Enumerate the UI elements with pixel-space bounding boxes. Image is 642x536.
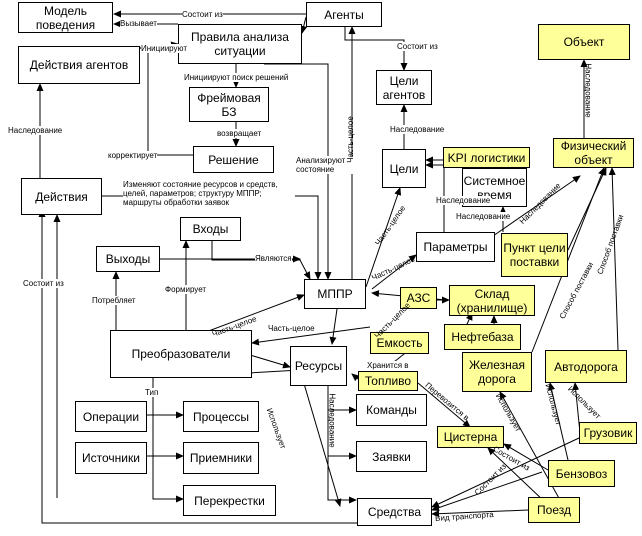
- label-calls: Вызывает: [120, 19, 157, 28]
- edge-fueltruck-means: [431, 471, 543, 512]
- node-cistern[interactable]: Цистерна: [437, 426, 504, 448]
- label-returns: возвращает: [217, 129, 262, 138]
- label-inheritance-left: Наследование: [8, 126, 63, 135]
- edge-tank-conv: [251, 326, 371, 346]
- label-inheritance-res: Наследование: [327, 393, 337, 448]
- label-consists-of-top: Состоит из: [182, 10, 223, 19]
- node-oil-depot[interactable]: Нефтебаза: [444, 324, 521, 350]
- edge-mppr-goals: [365, 187, 402, 288]
- node-train[interactable]: Поезд: [528, 497, 580, 523]
- edge-train-means: [431, 509, 529, 518]
- node-decision[interactable]: Решение: [193, 146, 274, 173]
- node-outputs[interactable]: Выходы: [96, 246, 160, 272]
- node-means[interactable]: Средства: [357, 498, 432, 526]
- node-commands[interactable]: Команды: [356, 394, 427, 426]
- edge-truck-means: [431, 437, 580, 508]
- edge-mppr-params: [371, 254, 417, 290]
- node-truck[interactable]: Грузовик: [579, 422, 637, 444]
- edge-rules-mppr: [264, 63, 332, 280]
- edge-res-means: [327, 456, 357, 504]
- edge-fueltruck-cistern: [503, 443, 549, 471]
- label-change-state: Изменяют состояние ресурсов и средств, ц…: [123, 180, 295, 207]
- node-goals[interactable]: Цели: [382, 149, 426, 188]
- node-params[interactable]: Параметры: [416, 232, 495, 262]
- label-inheritance-kpi: Наследование: [436, 196, 491, 205]
- label-consumes: Потребляет: [92, 296, 136, 305]
- node-frame-kb[interactable]: Фреймовая БЗ: [189, 87, 269, 122]
- label-forms: Формирует: [165, 285, 207, 294]
- node-delivery-point[interactable]: Пункт цели поставки: [501, 233, 568, 277]
- edge-fuel-cistern: [417, 382, 471, 428]
- label-are: Являются: [255, 254, 292, 263]
- label-part-whole-res: Часть-целое: [268, 324, 315, 333]
- node-kpi[interactable]: KPI логистики: [443, 147, 530, 168]
- node-processes[interactable]: Процессы: [183, 401, 259, 432]
- label-inheritance-systime: Наследование: [456, 212, 511, 221]
- label-inheritance-goals: Наследование: [390, 125, 445, 134]
- label-type: Тип: [145, 388, 159, 397]
- node-mppr[interactable]: МППР: [304, 279, 366, 309]
- label-inheritance-object: Наследование: [583, 63, 593, 118]
- label-initiate: Инициируют: [141, 44, 188, 53]
- node-model[interactable]: Модель поведения: [18, 2, 113, 33]
- edge-mppr-resources: [329, 308, 338, 345]
- edge-agents-rules: [300, 16, 308, 34]
- node-requests[interactable]: Заявки: [356, 441, 427, 472]
- node-warehouse[interactable]: Склад (хранилище): [449, 285, 535, 316]
- edge-hwy-physobj: [608, 167, 619, 351]
- edge-fuel-res: [351, 373, 360, 382]
- node-goals-agents[interactable]: Цели агентов: [376, 70, 432, 105]
- node-resources[interactable]: Ресурсы: [290, 346, 347, 386]
- edge-agents-goals-agents: [344, 27, 408, 71]
- edge-delivery-physobj: [567, 167, 607, 251]
- node-fuel-truck[interactable]: Бензовоз: [548, 460, 615, 487]
- label-analyze-state: Анализируют состояние: [296, 156, 356, 174]
- node-receivers[interactable]: Приемники: [183, 442, 259, 474]
- node-crossroads[interactable]: Перекрестки: [183, 485, 276, 516]
- node-tank[interactable]: Емкость: [370, 332, 429, 354]
- node-actions-agents[interactable]: Действия агентов: [18, 46, 140, 84]
- node-agents[interactable]: Агенты: [306, 2, 382, 27]
- node-object[interactable]: Объект: [538, 24, 630, 60]
- label-initiate-search: Инициируют поиск решений: [184, 73, 289, 82]
- node-railway[interactable]: Железная дорога: [462, 352, 532, 392]
- edge-train-cistern: [487, 447, 547, 504]
- label-part-whole-mppr-agents: Часть-целое: [345, 116, 355, 163]
- edge-conv-cross: [152, 456, 184, 503]
- edge-params-physobj: [492, 175, 581, 237]
- node-rules[interactable]: Правила анализа ситуации: [178, 24, 302, 64]
- node-converters[interactable]: Преобразователи: [110, 330, 252, 378]
- node-fuel[interactable]: Топливо: [358, 371, 418, 391]
- node-physical-object[interactable]: Физический объект: [553, 138, 634, 168]
- edge-means-actions-loop: [38, 209, 357, 524]
- label-corrects: корректирует: [108, 151, 158, 160]
- node-sources[interactable]: Источники: [75, 442, 147, 474]
- edge-conv-res: [249, 354, 291, 369]
- edge-fuel-truck-hwy: [548, 382, 569, 461]
- edge-rail-physobj: [531, 167, 605, 353]
- node-highway[interactable]: Автодорога: [545, 350, 627, 383]
- node-operations[interactable]: Операции: [75, 401, 147, 432]
- label-consists-of-left: Состоит из: [23, 279, 64, 288]
- node-azs[interactable]: АЗС: [400, 287, 437, 309]
- node-actions[interactable]: Действия: [21, 178, 102, 215]
- node-inputs[interactable]: Входы: [180, 217, 241, 241]
- label-stored-in: Хранится в: [367, 361, 409, 370]
- label-consists-of-goals: Состоит из: [397, 42, 438, 51]
